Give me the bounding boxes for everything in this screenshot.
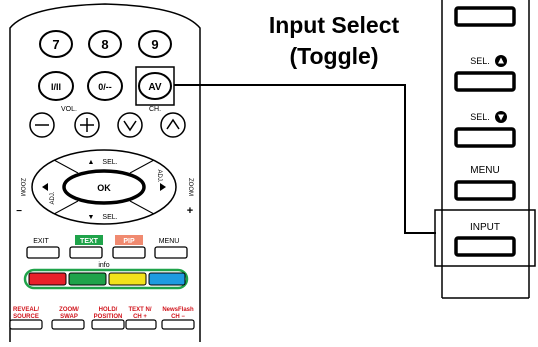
vol-label: VOL. — [61, 106, 77, 113]
zoom-left-label: ZOOM — [19, 178, 25, 196]
vol-plus-button[interactable] — [74, 112, 100, 138]
svg-text:7: 7 — [52, 37, 59, 52]
ch-down-button[interactable] — [117, 112, 143, 138]
pip-label: PIP — [123, 238, 135, 245]
heading-line-1: Input Select — [268, 12, 400, 38]
button-9[interactable]: 9 — [138, 30, 172, 58]
newsflash-label: NewsFlash — [162, 307, 194, 313]
position-label: POSITION — [94, 314, 123, 320]
color-keys-ring — [23, 268, 189, 290]
zoom-label: ZOOM/ — [59, 307, 79, 313]
info-label: info — [98, 262, 109, 269]
left-arrow-icon — [42, 183, 48, 191]
source-label: SOURCE — [13, 314, 39, 320]
exit-label: EXIT — [33, 238, 49, 245]
text-label: TEXT — [80, 238, 99, 245]
button-mono-stereo[interactable]: I/II — [38, 71, 74, 101]
panel-input-button[interactable] — [454, 236, 516, 257]
remote-control: 7 8 9 I/II 0/-- AV VOL. CH. — [9, 3, 201, 342]
ch-minus-label: CH − — [171, 314, 185, 320]
svg-text:I/II: I/II — [51, 82, 61, 92]
sel-down-label: SEL. — [102, 214, 117, 221]
green-key[interactable] — [68, 272, 107, 286]
sel-down-arrow-icon: ▼ — [88, 214, 95, 221]
vol-minus-button[interactable] — [29, 112, 55, 138]
swap-label: SWAP — [60, 314, 78, 320]
adj-right-label: ADJ. — [156, 169, 162, 182]
down-arrow-glyph — [498, 114, 504, 121]
ch-plus-label: CH + — [133, 314, 147, 320]
reveal-label: REVEAL/ — [13, 307, 39, 313]
panel-sel-down-button[interactable] — [454, 127, 516, 148]
heading-line-2: (Toggle) — [289, 43, 379, 69]
hold-label: HOLD/ — [99, 307, 118, 313]
svg-text:8: 8 — [101, 37, 108, 52]
ch-label: CH. — [149, 106, 161, 113]
button-av[interactable]: AV — [135, 66, 175, 106]
sel-up-label: SEL. — [102, 159, 117, 166]
panel-menu-button[interactable] — [454, 180, 516, 201]
text-n-ch-plus-button[interactable] — [125, 319, 157, 330]
reveal-source-button[interactable] — [9, 319, 43, 330]
right-arrow-icon — [160, 183, 166, 191]
input-highlight-box — [434, 209, 536, 267]
yellow-key[interactable] — [108, 272, 147, 286]
up-arrow-glyph — [498, 57, 504, 64]
panel-sel-down-label: SEL. — [470, 112, 490, 122]
sel-up-arrow-icon: ▲ — [88, 159, 95, 166]
panel-input-label: INPUT — [470, 222, 500, 233]
zoom-swap-button[interactable] — [51, 319, 85, 330]
panel-sel-up-label: SEL. — [470, 56, 490, 66]
ok-button[interactable]: OK — [62, 169, 146, 205]
text-label-bg — [75, 235, 103, 245]
svg-text:9: 9 — [151, 37, 158, 52]
menu-label: MENU — [159, 238, 180, 245]
connector-line — [174, 84, 436, 234]
zoom-minus-icon: − — [16, 206, 22, 217]
button-7[interactable]: 7 — [39, 30, 73, 58]
adj-left-label: ADJ. — [50, 191, 56, 204]
zoom-plus-icon: + — [187, 205, 193, 217]
menu-button[interactable] — [154, 246, 188, 259]
button-digit-toggle[interactable]: 0/-- — [87, 71, 123, 101]
svg-text:0/--: 0/-- — [98, 82, 112, 92]
panel-top-button[interactable] — [454, 6, 516, 27]
red-key[interactable] — [28, 272, 67, 286]
panel-sel-up-button[interactable] — [454, 71, 516, 92]
text-button[interactable] — [69, 246, 103, 259]
hold-position-button[interactable] — [91, 319, 125, 330]
pip-button[interactable] — [112, 246, 146, 259]
exit-button[interactable] — [26, 246, 60, 259]
panel-menu-label: MENU — [470, 165, 499, 176]
newsflash-ch-minus-button[interactable] — [161, 319, 195, 330]
blue-key[interactable] — [148, 272, 186, 286]
pip-label-bg — [115, 235, 143, 245]
text-n-label: TEXT N/ — [128, 307, 151, 313]
tv-side-panel: SEL. SEL. MENU INPUT — [434, 0, 536, 299]
zoom-right-label: ZOOM — [187, 178, 193, 196]
svg-text:AV: AV — [148, 82, 161, 93]
ch-up-button[interactable] — [160, 112, 186, 138]
svg-text:OK: OK — [97, 183, 111, 193]
button-8[interactable]: 8 — [88, 30, 122, 58]
